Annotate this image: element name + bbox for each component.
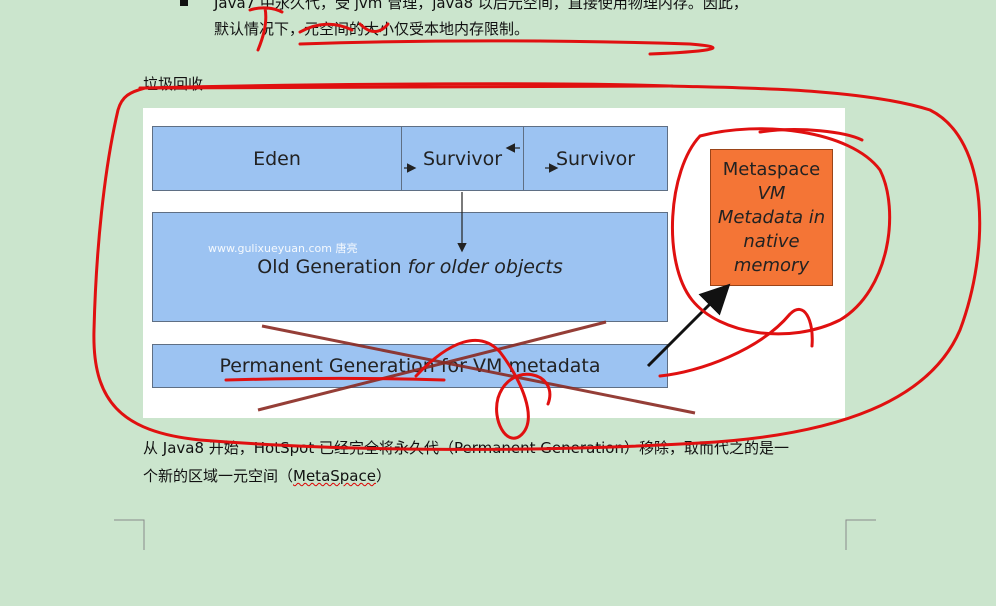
red-scribble-x: [414, 338, 552, 440]
metaspace-line-2: VM: [757, 182, 786, 204]
watermark: www.gulixueyuan.com 唐亮: [208, 242, 358, 255]
paragraph-2: 个新的区域一元空间（MetaSpace）: [143, 465, 391, 486]
eden-box: Eden: [152, 126, 402, 191]
survivor-1-label: Survivor: [422, 147, 503, 170]
corner-mark-right: [845, 519, 876, 550]
metaspace-line-5: memory: [733, 254, 810, 276]
red-metaspace-circle: [670, 127, 892, 336]
metaspace-title: Metaspace: [722, 158, 821, 180]
metaspace-line-4: native: [743, 230, 800, 252]
eden-label: Eden: [253, 147, 301, 170]
metaspace-line-3: Metadata in: [717, 206, 826, 228]
cross-out-line-2: [257, 320, 607, 412]
old-generation-box: Old Generation for older objects: [152, 212, 668, 322]
red-scribble-top-1: [248, 6, 284, 52]
survivor-2-label: Survivor: [555, 147, 636, 170]
paragraph-2-post: ）: [375, 467, 391, 485]
metaspace-term: MetaSpace: [293, 467, 376, 485]
top-line-2: 默认情况下，元空间的大小仅受本地内存限制。: [214, 20, 530, 38]
red-underline-top: [298, 39, 715, 56]
red-big-loop: [92, 82, 982, 451]
survivor-box-2: Survivor: [523, 126, 668, 191]
top-line-1: Java7 中永久代，受 jvm 管理，java8 以后元空间，直接使用物理内存…: [214, 0, 748, 12]
red-curve-to-metaspace: [658, 307, 814, 378]
metaspace-box: Metaspace VM Metadata in native memory: [710, 149, 833, 286]
survivor-box-1: Survivor: [401, 126, 524, 191]
arrow-to-metaspace: [646, 283, 731, 368]
red-metaspace-stroke: [758, 128, 864, 142]
red-underline-heading: [138, 84, 674, 90]
old-generation-label: Old Generation: [257, 256, 402, 278]
red-scribble-top-2: [298, 22, 390, 34]
bullet-marker: [180, 0, 188, 6]
corner-mark-left: [114, 519, 145, 550]
cross-out-line-1: [261, 324, 696, 415]
red-underline-permgen: [224, 377, 446, 382]
paragraph-2-pre: 个新的区域一元空间（: [143, 467, 294, 485]
old-generation-suffix: for older objects: [407, 256, 563, 278]
